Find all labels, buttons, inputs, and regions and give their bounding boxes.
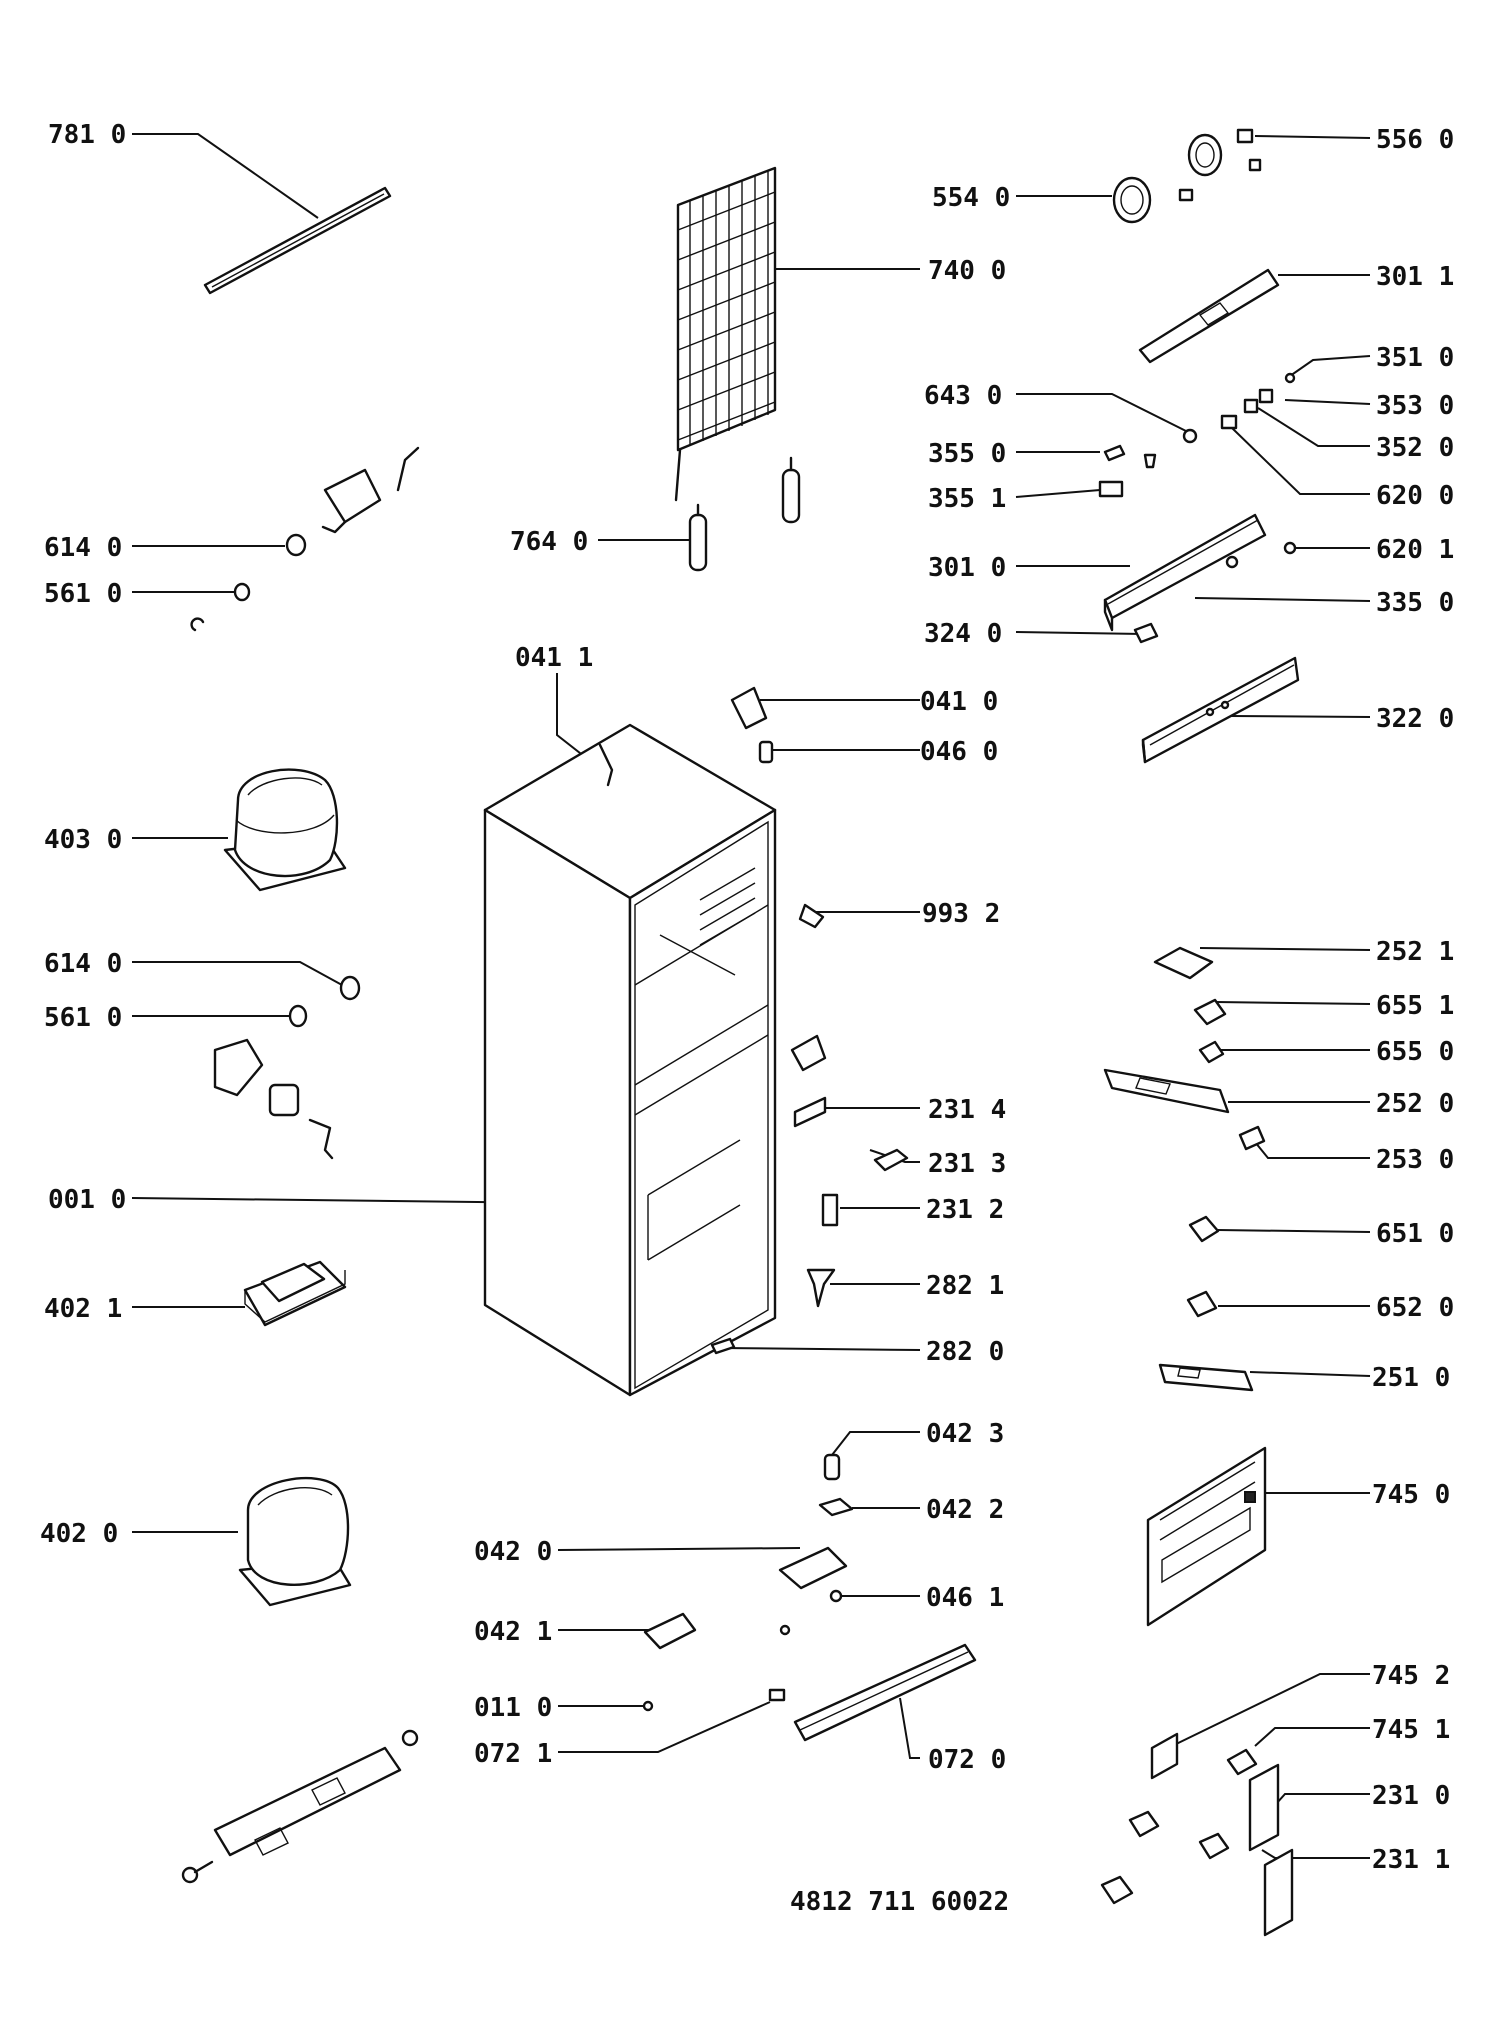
callout-046-1: 046 1 [926, 1583, 1004, 1613]
part-042 [642, 1453, 854, 1712]
callout-561-0-lower: 561 0 [44, 1003, 122, 1033]
callout-403-0: 403 0 [44, 825, 122, 855]
callout-355-0: 355 0 [928, 439, 1006, 469]
callout-041-1: 041 1 [515, 643, 593, 673]
callout-282-0: 282 0 [926, 1337, 1004, 1367]
callout-651-0: 651 0 [1376, 1219, 1454, 1249]
part-condenser-740-0 [674, 166, 777, 502]
callout-252-1: 252 1 [1376, 937, 1454, 967]
callout-231-3: 231 3 [928, 1149, 1006, 1179]
callout-282-1: 282 1 [926, 1271, 1004, 1301]
part-control-402-1 [243, 1260, 347, 1327]
part-drier-764-0 [688, 456, 801, 572]
part-cover-322-0 [1141, 656, 1300, 764]
part-compressor-403-0 [223, 768, 347, 892]
drawing-code: 4812 711 60022 [790, 1887, 1009, 1917]
callout-643-0: 643 0 [924, 381, 1002, 411]
callout-301-1: 301 1 [1376, 262, 1454, 292]
part-cabinet-001-0 [483, 723, 777, 1397]
part-small-cluster-upper [1098, 372, 1297, 569]
callout-614-0-lower: 614 0 [44, 949, 122, 979]
callout-353-0: 353 0 [1376, 391, 1454, 421]
part-lamp-252 [1103, 946, 1266, 1151]
part-drawings [181, 128, 1300, 1937]
callout-253-0: 253 0 [1376, 1145, 1454, 1175]
callout-351-0: 351 0 [1376, 343, 1454, 373]
callout-231-4: 231 4 [928, 1095, 1006, 1125]
part-324-0 [1133, 622, 1159, 644]
callout-042-2: 042 2 [926, 1495, 1004, 1525]
callout-042-1: 042 1 [474, 1617, 552, 1647]
callout-231-2: 231 2 [926, 1195, 1004, 1225]
callout-001-0: 001 0 [48, 1185, 126, 1215]
callout-251-0: 251 0 [1372, 1363, 1450, 1393]
callout-655-0: 655 0 [1376, 1037, 1454, 1067]
callout-652-0: 652 0 [1376, 1293, 1454, 1323]
part-clips-231 [790, 1034, 909, 1227]
callout-335-0: 335 0 [1376, 588, 1454, 618]
part-base-plate [181, 1729, 419, 1884]
callout-556-0: 556 0 [1376, 125, 1454, 155]
part-relay-cover-top [190, 446, 420, 632]
callout-655-1: 655 1 [1376, 991, 1454, 1021]
callout-620-0: 620 0 [1376, 481, 1454, 511]
callout-labels: 781 0 614 0 561 0 403 0 614 0 561 0 001 … [40, 120, 1454, 1917]
callout-231-0: 231 0 [1372, 1781, 1450, 1811]
callout-042-0: 042 0 [474, 1537, 552, 1567]
callout-620-1: 620 1 [1376, 535, 1454, 565]
callout-745-1: 745 1 [1372, 1715, 1450, 1745]
callout-554-0: 554 0 [932, 183, 1010, 213]
callout-745-2: 745 2 [1372, 1661, 1450, 1691]
callout-402-0: 402 0 [40, 1519, 118, 1549]
part-282 [710, 1268, 836, 1355]
part-651-652-251 [1158, 1215, 1254, 1392]
callout-042-3: 042 3 [926, 1419, 1004, 1449]
callout-402-1: 402 1 [44, 1294, 122, 1324]
callout-011-0: 011 0 [474, 1693, 552, 1723]
part-lower-right-cluster [1100, 1732, 1294, 1937]
callout-745-0: 745 0 [1372, 1480, 1450, 1510]
part-housing-301-0 [1103, 513, 1267, 632]
part-panel-745-0 [1146, 1446, 1267, 1627]
callout-252-0: 252 0 [1376, 1089, 1454, 1119]
callout-072-0: 072 0 [928, 1745, 1006, 1775]
part-front-bar-072-0 [793, 1643, 977, 1742]
part-compressor-402-0 [238, 1476, 352, 1607]
callout-301-0: 301 0 [928, 553, 1006, 583]
part-relay-set-lower [213, 975, 361, 1160]
part-993-2 [798, 903, 825, 929]
callout-764-0: 764 0 [510, 527, 588, 557]
callout-614-0-upper: 614 0 [44, 533, 122, 563]
callout-231-1: 231 1 [1372, 1845, 1450, 1875]
callout-993-2: 993 2 [922, 899, 1000, 929]
part-springs-554-556 [1112, 128, 1262, 224]
callout-561-0-upper: 561 0 [44, 579, 122, 609]
callout-355-1: 355 1 [928, 484, 1006, 514]
part-rod-781-0 [203, 186, 392, 295]
part-hinge-041-0 [730, 686, 774, 764]
callout-046-0: 046 0 [920, 737, 998, 767]
callout-072-1: 072 1 [474, 1739, 552, 1769]
callout-324-0: 324 0 [924, 619, 1002, 649]
callout-781-0: 781 0 [48, 120, 126, 150]
leader-lines [131, 133, 1371, 1859]
callout-322-0: 322 0 [1376, 704, 1454, 734]
callout-352-0: 352 0 [1376, 433, 1454, 463]
callout-740-0: 740 0 [928, 256, 1006, 286]
callout-041-0: 041 0 [920, 687, 998, 717]
part-housing-301-1 [1138, 268, 1280, 364]
